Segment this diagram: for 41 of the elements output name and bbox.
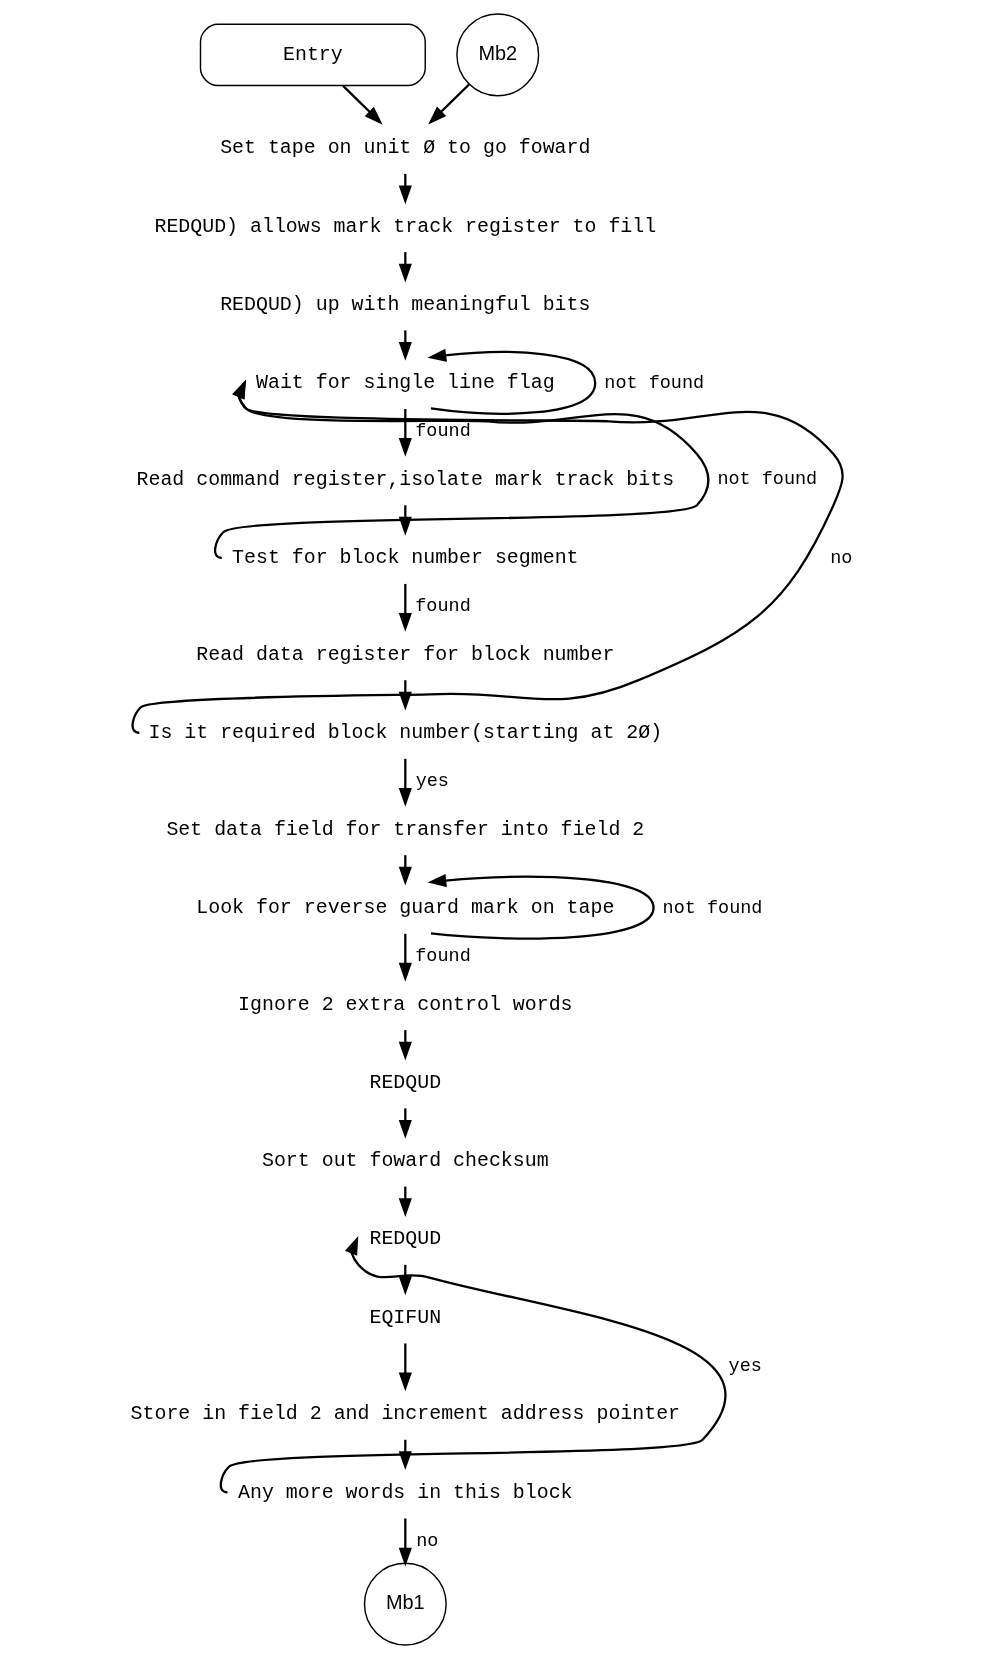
arrow bbox=[427, 874, 655, 940]
arrow bbox=[398, 758, 412, 807]
node-box: Entry bbox=[199, 23, 426, 87]
node-text: Wait for single line flag bbox=[255, 371, 555, 395]
node-text: Is it required block number(starting at 2Ø) bbox=[147, 721, 662, 745]
node-text: EQIFUN bbox=[368, 1305, 441, 1329]
node-text: Sort out foward checksum bbox=[261, 1149, 549, 1173]
node-text: Any more words in this block bbox=[237, 1480, 573, 1504]
arrow bbox=[341, 85, 383, 125]
edge-label: yes bbox=[728, 1355, 762, 1377]
arrow bbox=[398, 1518, 412, 1567]
node-text: Store in field 2 and increment address pointer bbox=[130, 1402, 680, 1426]
edge-label: no bbox=[415, 1530, 438, 1552]
node-text: REDQUD) up with meaningful bits bbox=[219, 292, 590, 316]
edge-label: yes bbox=[415, 770, 449, 792]
arrow bbox=[427, 348, 596, 415]
node-circle: Mb2 bbox=[455, 13, 539, 97]
edge-label: not found bbox=[603, 372, 704, 394]
node-text: Set tape on unit Ø to go foward bbox=[219, 136, 590, 160]
node-text: Look for reverse guard mark on tape bbox=[195, 896, 614, 919]
node-text: Read command register,isolate mark track bits bbox=[136, 467, 674, 491]
node-text: Test for block number segment bbox=[231, 546, 579, 570]
node-text: Ignore 2 extra control words bbox=[237, 992, 573, 1016]
node-text: Read data register for block number bbox=[195, 642, 614, 666]
arrow bbox=[398, 933, 412, 982]
node-text: REDQUD) allows mark track register to fill bbox=[153, 214, 656, 238]
edge-label: not found bbox=[716, 469, 817, 491]
edge-label: found bbox=[414, 945, 471, 967]
edge-label: no bbox=[829, 547, 852, 569]
arrow bbox=[398, 583, 412, 632]
node-text: REDQUD bbox=[368, 1227, 441, 1251]
arrow bbox=[427, 83, 470, 125]
node-text: REDQUD bbox=[368, 1070, 441, 1094]
edge-label: found bbox=[414, 421, 471, 443]
arrow bbox=[398, 409, 412, 457]
arrow bbox=[219, 1235, 726, 1494]
edge-label: not found bbox=[662, 897, 762, 919]
arrow bbox=[398, 1343, 412, 1392]
edge-label: found bbox=[414, 596, 471, 618]
node-circle: Mb1 bbox=[363, 1562, 447, 1646]
node-text: Set data field for transfer into field 2 bbox=[165, 817, 644, 841]
